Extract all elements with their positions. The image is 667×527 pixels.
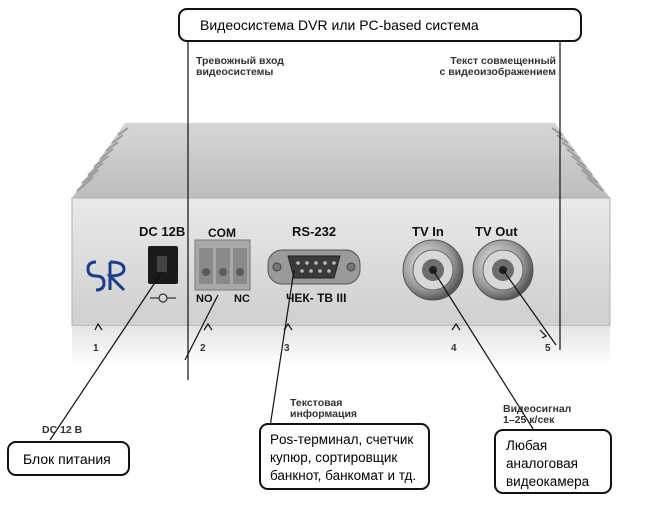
alarm-line-1: Тревожный вход bbox=[196, 55, 284, 67]
marker-4: 4 bbox=[451, 343, 457, 354]
marker-1: 1 bbox=[93, 343, 99, 354]
logo-mark bbox=[86, 260, 126, 292]
camera-line-1: Любая bbox=[506, 438, 548, 453]
marker-3: 3 bbox=[284, 343, 290, 354]
leader-lines bbox=[49, 38, 561, 441]
video-signal-line-1: Видеосигнал bbox=[503, 403, 572, 415]
video-signal-line-2: 1–25 к/сек bbox=[503, 414, 555, 426]
power-supply-text: Блок питания bbox=[23, 451, 111, 467]
overlay-line-1: Текст совмещенный bbox=[450, 55, 556, 67]
tv-in-label: TV In bbox=[412, 224, 444, 239]
dc-12b-label: DC 12B bbox=[139, 224, 186, 239]
com-label: COM bbox=[208, 226, 236, 240]
pos-line-3: банкнот, банкомат и тд. bbox=[270, 468, 417, 483]
marker-5: 5 bbox=[545, 343, 551, 354]
text-info-label: Текстовая информация bbox=[290, 398, 357, 420]
power-supply-callout: Блок питания bbox=[7, 441, 130, 476]
dc-input-label: DC 12 В bbox=[42, 424, 83, 436]
pos-terminal-callout: Pos-терминал, счетчик купюр, сортировщик… bbox=[259, 423, 430, 490]
overlay-text-label: Текст совмещенный с видеоизображением bbox=[432, 56, 556, 78]
text-info-line-1: Текстовая bbox=[290, 397, 343, 409]
no-label: NO bbox=[196, 293, 213, 305]
model-label: ЧЕК- ТВ III bbox=[286, 291, 347, 305]
camera-callout: Любая аналоговая видеокамера bbox=[494, 429, 612, 494]
dvr-system-callout: Видеосистема DVR или PC-based система bbox=[178, 8, 582, 42]
pos-line-1: Pos-терминал, счетчик bbox=[270, 432, 414, 447]
device-reflection bbox=[72, 326, 610, 366]
overlay-line-2: с видеоизображением bbox=[439, 66, 556, 78]
alarm-line-2: видеосистемы bbox=[196, 66, 274, 78]
camera-line-2: аналоговая bbox=[506, 456, 578, 471]
polarity-symbol bbox=[150, 293, 176, 303]
video-signal-label: Видеосигнал 1–25 к/сек bbox=[503, 404, 571, 426]
nc-label: NC bbox=[234, 293, 250, 305]
dvr-system-text: Видеосистема DVR или PC-based система bbox=[200, 17, 479, 33]
rs232-label: RS-232 bbox=[292, 224, 337, 239]
camera-line-3: видеокамера bbox=[506, 474, 590, 489]
device-top-face bbox=[72, 123, 610, 198]
marker-2: 2 bbox=[200, 343, 206, 354]
text-info-line-2: информация bbox=[290, 408, 358, 420]
alarm-input-label: Тревожный вход видеосистемы bbox=[196, 56, 284, 78]
pos-line-2: купюр, сортировщик bbox=[270, 450, 398, 465]
vent-left bbox=[76, 127, 129, 192]
vent-right bbox=[551, 127, 604, 192]
tv-out-label: TV Out bbox=[475, 224, 518, 239]
